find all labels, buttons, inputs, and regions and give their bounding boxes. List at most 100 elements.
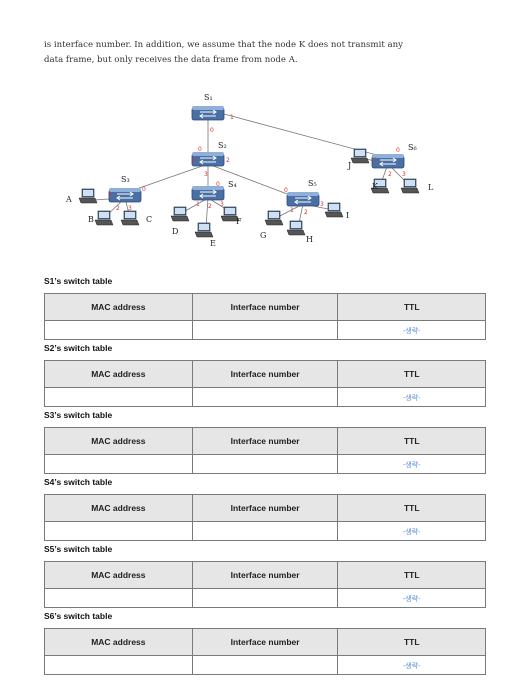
label-host-c: C	[146, 215, 152, 224]
port-s1-0: 0	[210, 127, 214, 134]
s1-switch-table: MAC address Interface number TTL -생략-	[44, 293, 486, 340]
table-header-row: MAC address Interface number TTL	[44, 360, 486, 388]
s3-table-title: S3’s switch table	[44, 410, 113, 420]
port-s1-1: 1	[230, 114, 234, 121]
mac-address-header: MAC address	[44, 293, 193, 321]
port-s6-1: 1	[374, 157, 378, 164]
intro-paragraph: is interface number. In addition, we ass…	[44, 38, 474, 68]
mac-cell[interactable]	[44, 320, 193, 340]
port-s4-0: 0	[216, 181, 220, 188]
label-s1: S₁	[204, 93, 213, 102]
table-row: -생략-	[44, 655, 486, 675]
interface-number-header: Interface number	[191, 628, 339, 656]
mac-address-header: MAC address	[44, 561, 193, 589]
s2-table-title: S2’s switch table	[44, 343, 113, 353]
table-row: -생략-	[44, 320, 486, 340]
interface-number-header: Interface number	[191, 561, 339, 589]
omit-text: -생략-	[402, 528, 421, 536]
s6-switch-table: MAC address Interface number TTL -생략-	[44, 628, 486, 675]
label-host-j: J	[347, 161, 351, 170]
table-row: -생략-	[44, 521, 486, 541]
port-s3-1: 1	[108, 191, 112, 198]
omit-text: -생략-	[402, 394, 421, 402]
links	[93, 113, 411, 229]
label-s5: S₅	[308, 179, 317, 188]
table-header-row: MAC address Interface number TTL	[44, 494, 486, 522]
port-s2-2: 2	[226, 157, 230, 164]
label-host-i: I	[346, 211, 349, 220]
switch-s2-icon	[191, 151, 225, 167]
s2-switch-table: MAC address Interface number TTL -생략-	[44, 360, 486, 407]
label-s3: S₃	[121, 175, 130, 184]
switch-s1-icon	[191, 105, 225, 121]
switch-s4-icon	[191, 185, 225, 201]
interface-number-header: Interface number	[191, 293, 339, 321]
omit-text: -생략-	[402, 327, 421, 335]
label-host-l: L	[428, 183, 434, 192]
s1-table-title: S1’s switch table	[44, 276, 113, 286]
mac-address-header: MAC address	[44, 360, 193, 388]
interface-cell[interactable]	[191, 320, 339, 340]
s5-switch-table: MAC address Interface number TTL -생략-	[44, 561, 486, 608]
port-s6-3: 3	[402, 171, 406, 178]
s3-switch-table: MAC address Interface number TTL -생략-	[44, 427, 486, 474]
ttl-header: TTL	[337, 427, 486, 455]
omit-text: -생략-	[402, 461, 421, 469]
interface-number-header: Interface number	[191, 360, 339, 388]
host-h-icon	[286, 220, 306, 236]
ttl-header: TTL	[337, 360, 486, 388]
host-c-icon	[120, 210, 140, 226]
port-s2-3: 3	[204, 171, 208, 178]
host-g-icon	[264, 210, 284, 226]
interface-cell[interactable]	[191, 387, 339, 407]
host-j-icon	[350, 148, 370, 164]
s4-switch-table: MAC address Interface number TTL -생략-	[44, 494, 486, 541]
network-diagram: S₁ S₂ S₃ S₄ S₅ S₆ 0 1 0 1 2 3 0 1 2 3 0 …	[65, 93, 434, 248]
mac-address-header: MAC address	[44, 494, 193, 522]
mac-address-header: MAC address	[44, 628, 193, 656]
table-row: -생략-	[44, 588, 486, 608]
ttl-header: TTL	[337, 628, 486, 656]
ttl-cell: -생략-	[337, 521, 486, 541]
interface-cell[interactable]	[191, 454, 339, 474]
port-s5-3: 3	[320, 201, 324, 208]
mac-cell[interactable]	[44, 655, 193, 675]
label-host-a: A	[65, 195, 72, 204]
table-header-row: MAC address Interface number TTL	[44, 293, 486, 321]
interface-cell[interactable]	[191, 655, 339, 675]
port-s6-2: 2	[388, 171, 392, 178]
port-s5-0: 0	[284, 187, 288, 194]
intro-line-2: data frame, but only receives the data f…	[44, 55, 298, 65]
switch-s3-icon	[108, 187, 142, 203]
port-s6-0: 0	[396, 147, 400, 154]
switch-s5-icon	[286, 191, 320, 207]
mac-cell[interactable]	[44, 387, 193, 407]
ttl-cell: -생략-	[337, 320, 486, 340]
s6-table-title: S6’s switch table	[44, 611, 113, 621]
ttl-cell: -생략-	[337, 655, 486, 675]
s4-table-title: S4’s switch table	[44, 477, 113, 487]
port-s4-2: 2	[208, 203, 212, 210]
label-host-f: F	[236, 217, 242, 226]
table-header-row: MAC address Interface number TTL	[44, 427, 486, 455]
port-s2-0: 0	[198, 146, 202, 153]
label-host-d: D	[172, 227, 178, 236]
interface-cell[interactable]	[191, 521, 339, 541]
host-i-icon	[324, 202, 344, 218]
table-header-row: MAC address Interface number TTL	[44, 561, 486, 589]
s5-table-title: S5’s switch table	[44, 544, 113, 554]
omit-text: -생략-	[402, 595, 421, 603]
ttl-header: TTL	[337, 561, 486, 589]
table-row: -생략-	[44, 387, 486, 407]
mac-cell[interactable]	[44, 521, 193, 541]
ttl-cell: -생략-	[337, 588, 486, 608]
mac-cell[interactable]	[44, 588, 193, 608]
port-s4-3: 3	[220, 201, 224, 208]
interface-cell[interactable]	[191, 588, 339, 608]
port-s3-0: 0	[142, 186, 146, 193]
mac-cell[interactable]	[44, 454, 193, 474]
label-s4: S₄	[228, 180, 237, 189]
label-host-k: K	[372, 182, 379, 191]
table-row: -생략-	[44, 454, 486, 474]
port-s3-3: 3	[128, 205, 132, 212]
